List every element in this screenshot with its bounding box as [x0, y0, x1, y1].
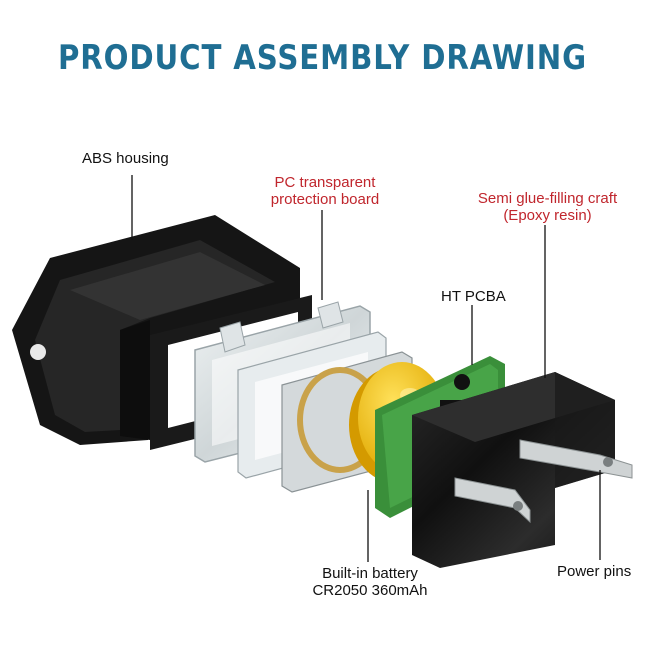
- leader-lines: [131, 175, 601, 562]
- label-pc-board: PC transparent protection board: [255, 174, 395, 208]
- label-battery: Built-in battery CR2050 360mAh: [300, 565, 440, 599]
- label-battery-line1: Built-in battery: [322, 565, 418, 582]
- label-semi-glue-line1: Semi glue-filling craft: [477, 190, 618, 207]
- label-power-pins: Power pins: [557, 563, 632, 580]
- label-pc-board-line2: protection board: [270, 191, 380, 208]
- label-semi-glue-line2: (Epoxy resin): [503, 207, 592, 224]
- label-pc-board-line1: PC transparent: [274, 174, 376, 191]
- label-ht-pcba: HT PCBA: [441, 288, 506, 305]
- page-title: PRODUCT ASSEMBLY DRAWING: [58, 38, 587, 78]
- label-semi-glue: Semi glue-filling craft (Epoxy resin): [460, 190, 635, 224]
- power-pins-part: [454, 439, 633, 524]
- label-battery-line2: CR2050 360mAh: [312, 582, 428, 599]
- label-abs-housing: ABS housing: [82, 150, 169, 167]
